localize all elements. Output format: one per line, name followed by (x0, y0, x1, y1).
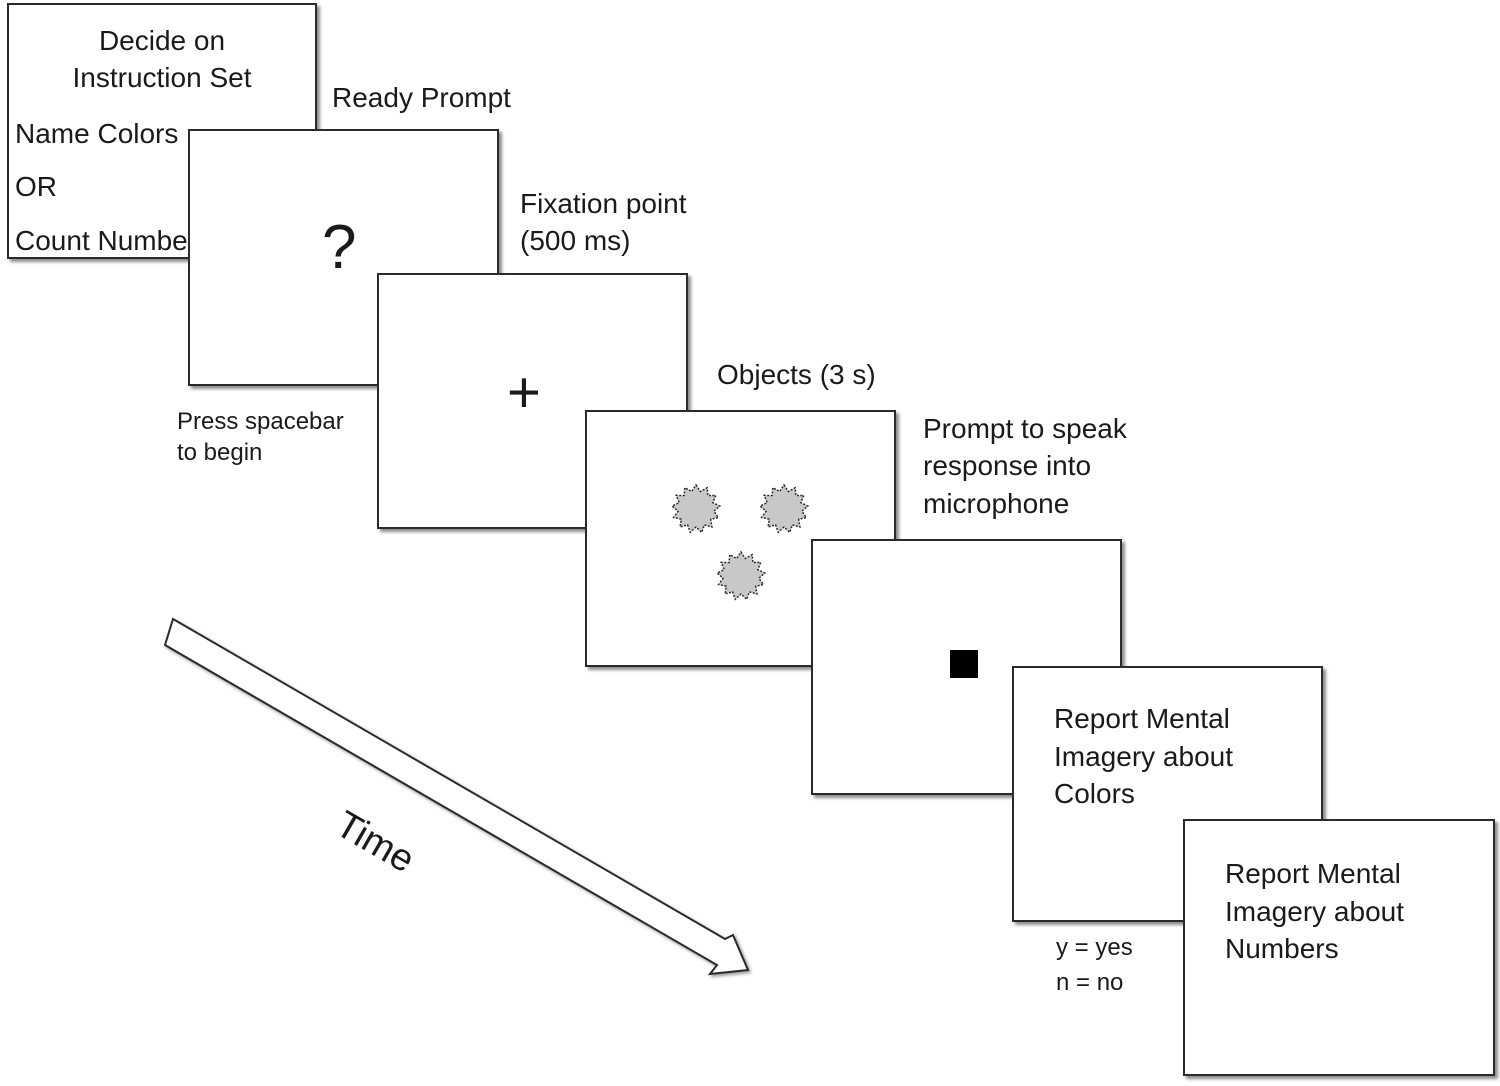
plus-symbol: + (507, 360, 541, 425)
speak-label-line2: response into (923, 450, 1092, 481)
key-yes: y = yes (1056, 934, 1133, 961)
instruction-or: OR (15, 171, 57, 202)
report-colors-line2: Imagery about (1054, 741, 1233, 772)
black-square-icon (950, 650, 978, 678)
time-label: Time (329, 803, 422, 881)
ready-prompt-label: Ready Prompt (332, 82, 511, 113)
starburst-icon (670, 483, 722, 534)
starburst-icon (715, 550, 767, 601)
ready-note-line2: to begin (177, 439, 263, 466)
speak-label-line1: Prompt to speak (923, 413, 1127, 444)
instruction-title-line2: Instruction Set (72, 62, 252, 93)
question-mark-symbol: ? (322, 213, 357, 282)
time-arrow-shape (163, 617, 750, 976)
report-numbers-line1: Report Mental (1225, 858, 1401, 889)
report-numbers-line3: Numbers (1225, 933, 1339, 964)
objects-drawing (670, 483, 810, 601)
key-no: n = no (1056, 969, 1124, 996)
speak-label-line3: microphone (923, 488, 1070, 519)
report-numbers-line2: Imagery about (1225, 896, 1404, 927)
objects-label: Objects (3 s) (717, 359, 876, 390)
ready-note-line1: Press spacebar (177, 408, 344, 435)
report-colors-line3: Colors (1054, 778, 1135, 809)
starburst-icon (758, 483, 810, 534)
fixation-label-line1: Fixation point (520, 188, 687, 219)
instruction-option-colors: Name Colors (15, 118, 179, 149)
instruction-option-numbers: Count Numbers (15, 225, 212, 256)
report-numbers-screen: Report Mental Imagery about Numbers (1183, 819, 1495, 1076)
instruction-title-line1: Decide on (98, 25, 226, 56)
report-colors-line1: Report Mental (1054, 703, 1230, 734)
fixation-label-line2: (500 ms) (520, 225, 631, 256)
